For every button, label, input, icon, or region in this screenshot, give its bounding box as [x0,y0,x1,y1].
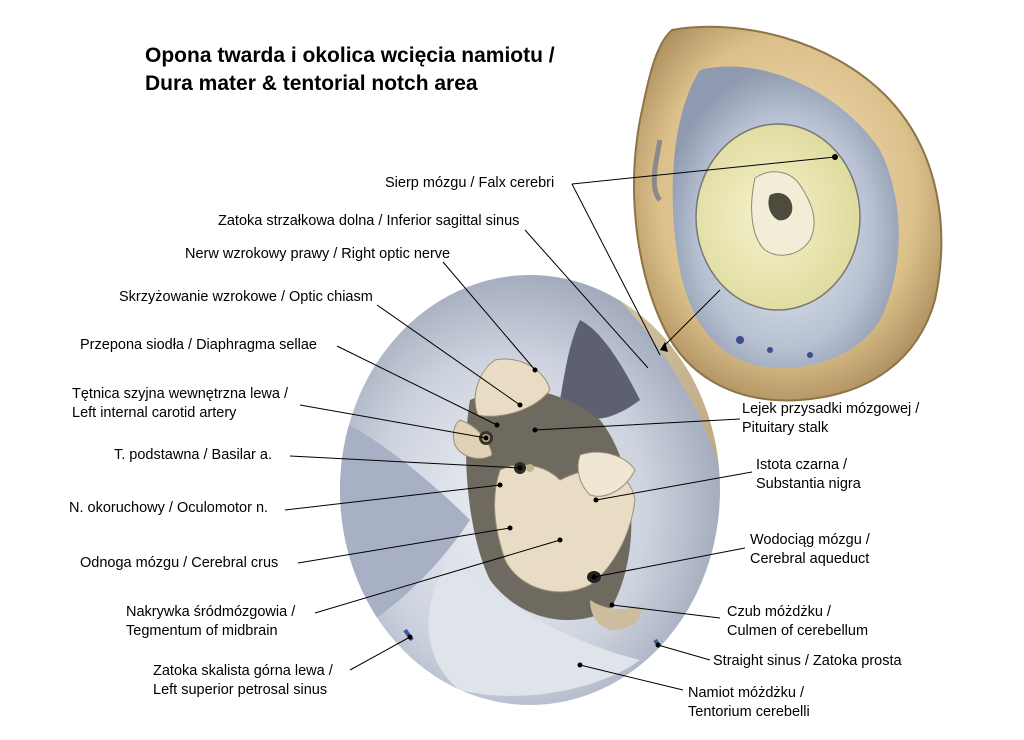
label-line: Lejek przysadki mózgowej / [742,401,920,417]
leader-dots [407,154,838,668]
label-line: Substantia nigra [756,476,861,492]
label-culmen: Czub móżdżku / Culmen of cerebellum [727,603,868,641]
label-line: Tętnica szyjna wewnętrzna lewa / [72,386,288,402]
label-diaphragma-sellae: Przepona siodła / Diaphragma sellae [80,337,317,353]
label-right-optic-nerve: Nerw wzrokowy prawy / Right optic nerve [185,246,451,262]
label-line: Namiot móżdżku / [688,685,805,701]
label-line: Cerebral aqueduct [750,551,870,567]
label-oculomotor-nerve: N. okoruchowy / Oculomotor n. [69,500,269,516]
label-line: Pituitary stalk [742,420,829,436]
label-straight-sinus: Straight sinus / Zatoka prosta [713,653,902,669]
label-line: Zatoka skalista górna lewa / [153,663,333,679]
label-tentorium: Namiot móżdżku / Tentorium cerebelli [688,684,810,722]
label-line: Tentorium cerebelli [688,704,810,720]
label-line: Culmen of cerebellum [727,623,869,639]
magnified-view [340,275,720,705]
label-left-internal-carotid: Tętnica szyjna wewnętrzna lewa / Left in… [72,385,288,423]
label-inferior-sagittal-sinus: Zatoka strzałkowa dolna / Inferior sagit… [218,213,520,229]
label-tegmentum: Nakrywka śródmózgowia / Tegmentum of mid… [126,603,295,641]
label-cerebral-aqueduct: Wodociąg mózgu / Cerebral aqueduct [750,531,870,569]
label-line: Nakrywka śródmózgowia / [126,604,296,620]
label-line: Wodociąg mózgu / [750,532,870,548]
label-superior-petrosal-sinus: Zatoka skalista górna lewa / Left superi… [153,662,333,700]
skull-specimen [633,25,943,402]
label-cerebral-crus: Odnoga mózgu / Cerebral crus [80,555,279,571]
label-pituitary-stalk: Lejek przysadki mózgowej / Pituitary sta… [742,400,919,438]
label-line: Istota czarna / [756,457,848,473]
label-line: Tegmentum of midbrain [126,623,278,639]
label-line: Czub móżdżku / [727,604,831,620]
label-falx-cerebri: Sierp mózgu / Falx cerebri [385,175,555,191]
figure-title-line2: Dura mater & tentorial notch area [145,72,478,95]
label-line: Left superior petrosal sinus [153,682,328,698]
label-substantia-nigra: Istota czarna / Substantia nigra [756,456,861,494]
leader-lines [284,156,836,691]
figure-title-line1: Opona twarda i okolica wcięcia namiotu / [145,44,555,67]
label-line: Left internal carotid artery [72,405,237,421]
label-optic-chiasm: Skrzyżowanie wzrokowe / Optic chiasm [119,289,373,305]
label-basilar-artery: T. podstawna / Basilar a. [114,447,272,463]
